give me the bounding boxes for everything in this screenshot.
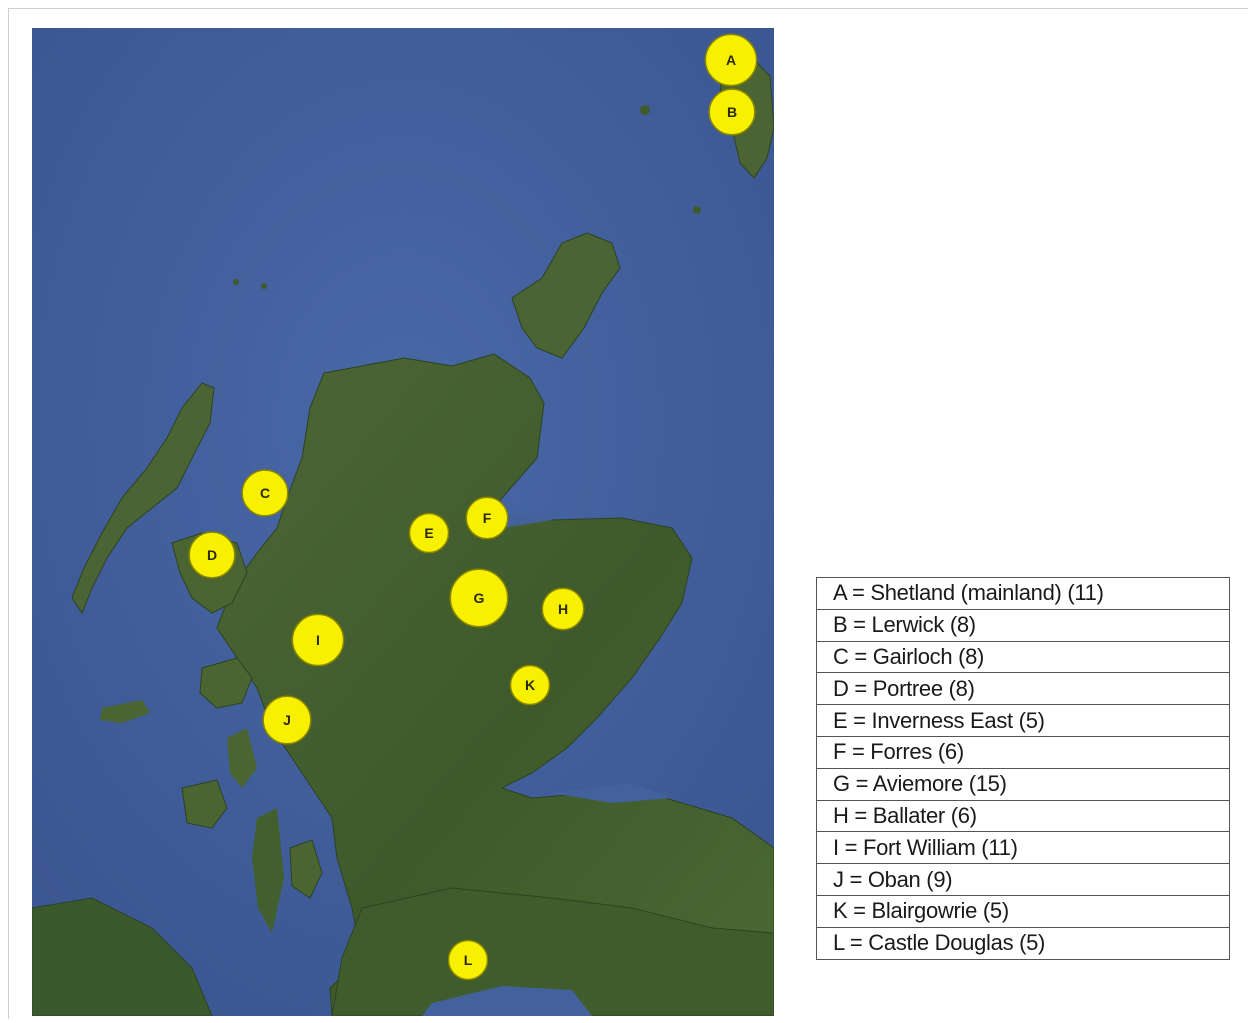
legend-row: L = Castle Douglas (5) xyxy=(816,926,1230,960)
map-panel: A B C D E F G H I J K L xyxy=(32,28,774,1016)
marker-label: E xyxy=(424,525,433,541)
legend-row: E = Inverness East (5) xyxy=(816,704,1230,737)
marker-circle xyxy=(465,496,509,540)
legend-row: I = Fort William (11) xyxy=(816,831,1230,865)
marker-label: H xyxy=(558,601,568,617)
legend-entry: B = Lerwick (8) xyxy=(816,608,1230,642)
marker-label: D xyxy=(207,547,217,563)
marker-e: E xyxy=(408,512,450,554)
marker-circle xyxy=(708,88,756,136)
marker-circle xyxy=(509,664,551,706)
legend-row: J = Oban (9) xyxy=(816,863,1230,896)
marker-circle xyxy=(541,587,585,631)
kintyre xyxy=(252,808,284,933)
legend-entry: L = Castle Douglas (5) xyxy=(816,926,1230,960)
legend-entry: C = Gairloch (8) xyxy=(816,640,1230,674)
legend-row: F = Forres (6) xyxy=(816,735,1230,769)
figure-frame xyxy=(8,8,1248,1019)
marker-label: I xyxy=(316,632,320,648)
marker-label: B xyxy=(727,104,737,120)
marker-label: C xyxy=(260,485,270,501)
marker-circle xyxy=(704,33,758,87)
marker-circle xyxy=(262,695,312,745)
legend-row: G = Aviemore (15) xyxy=(816,767,1230,801)
northern-ireland xyxy=(32,897,213,1016)
marker-circle xyxy=(188,531,236,579)
marker-label: F xyxy=(483,510,492,526)
marker-label: K xyxy=(525,677,535,693)
legend-entry: E = Inverness East (5) xyxy=(816,704,1230,737)
marker-h: H xyxy=(541,587,585,631)
legend-entry: I = Fort William (11) xyxy=(816,831,1230,865)
marker-c: C xyxy=(241,469,289,517)
marker-b: B xyxy=(708,88,756,136)
marker-circle xyxy=(447,939,489,981)
marker-label: L xyxy=(464,952,473,968)
isle-of-islay xyxy=(181,779,228,829)
marker-label: A xyxy=(726,52,736,68)
isle-of-mull xyxy=(199,657,253,709)
marker-j: J xyxy=(262,695,312,745)
legend-entry: H = Ballater (6) xyxy=(816,799,1230,833)
legend-row: D = Portree (8) xyxy=(816,672,1230,706)
marker-circle xyxy=(241,469,289,517)
legend-entry: F = Forres (6) xyxy=(816,735,1230,769)
solway-firth xyxy=(422,986,592,1016)
firth-of-forth xyxy=(552,783,672,803)
isle-of-arran xyxy=(289,839,323,899)
isle-of-tiree xyxy=(100,700,150,723)
marker-l: L xyxy=(447,939,489,981)
orkney-islands xyxy=(511,232,621,359)
marker-g: G xyxy=(449,568,509,628)
marker-label: J xyxy=(283,712,291,728)
legend-row: H = Ballater (6) xyxy=(816,799,1230,833)
legend-entry: J = Oban (9) xyxy=(816,863,1230,896)
marker-layer: A B C D E F G H I J K L xyxy=(188,33,758,981)
southern-land xyxy=(331,887,774,1016)
outer-hebrides xyxy=(71,382,215,615)
marker-a: A xyxy=(704,33,758,87)
legend-row: C = Gairloch (8) xyxy=(816,640,1230,674)
marker-f: F xyxy=(465,496,509,540)
legend-row: K = Blairgowrie (5) xyxy=(816,894,1230,928)
marker-circle xyxy=(449,568,509,628)
marker-circle xyxy=(291,613,345,667)
marker-k: K xyxy=(509,664,551,706)
marker-i: I xyxy=(291,613,345,667)
legend-row: A = Shetland (mainland) (11) xyxy=(816,577,1230,610)
legend-row: B = Lerwick (8) xyxy=(816,608,1230,642)
marker-circle xyxy=(408,512,450,554)
satellite-map: A B C D E F G H I J K L xyxy=(32,28,774,1016)
marker-d: D xyxy=(188,531,236,579)
legend-entry: K = Blairgowrie (5) xyxy=(816,894,1230,928)
legend-table: A = Shetland (mainland) (11)B = Lerwick … xyxy=(816,577,1230,960)
legend-entry: D = Portree (8) xyxy=(816,672,1230,706)
legend-entry: A = Shetland (mainland) (11) xyxy=(816,577,1230,610)
legend-entry: G = Aviemore (15) xyxy=(816,767,1230,801)
marker-label: G xyxy=(474,590,485,606)
isle-of-jura xyxy=(227,728,257,788)
